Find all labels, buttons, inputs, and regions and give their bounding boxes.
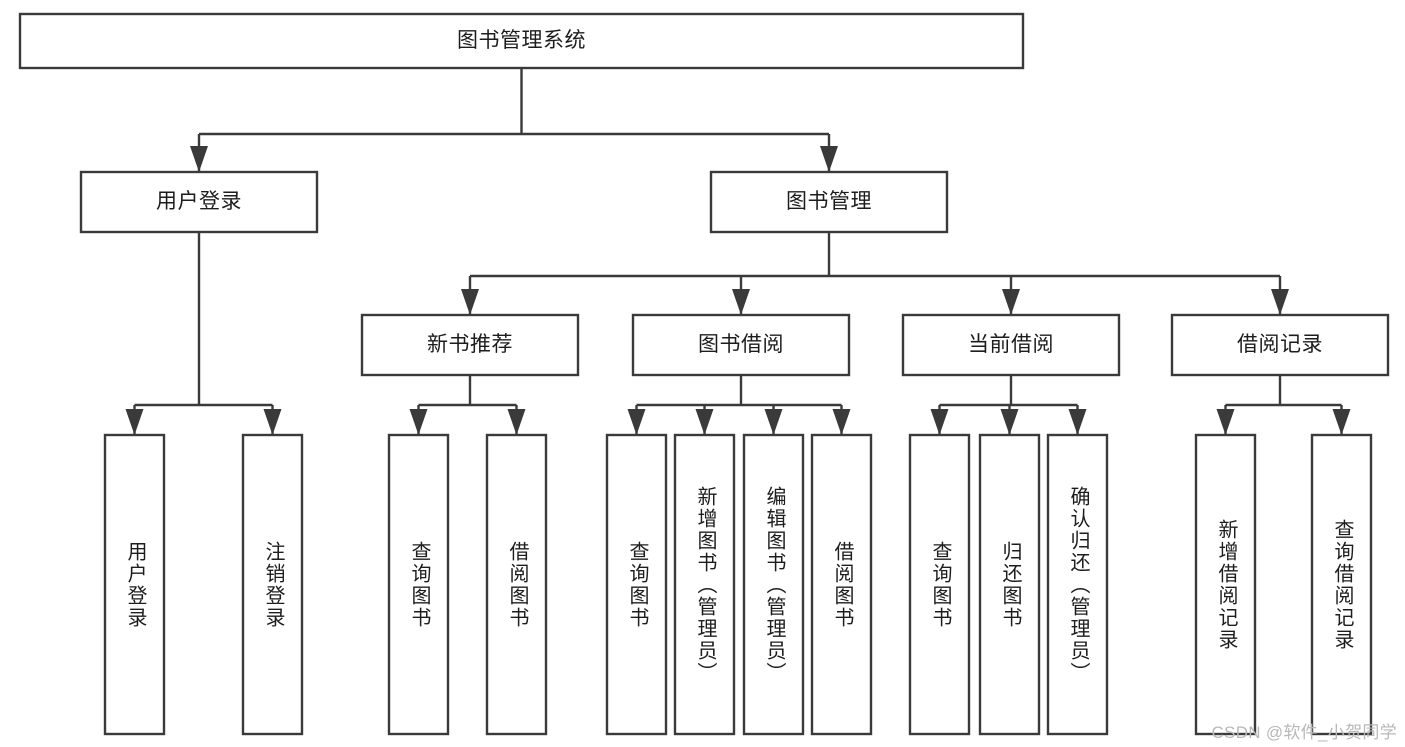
node-box-leaf-cu-return[interactable] xyxy=(978,433,1041,736)
node-box-record[interactable] xyxy=(1170,313,1390,377)
arrow-head-icon xyxy=(1000,409,1019,435)
arrow-head-icon xyxy=(507,409,526,435)
node-box-borrow[interactable] xyxy=(631,313,851,377)
node-box-leaf-cu-confirm[interactable] xyxy=(1046,433,1109,736)
arrow-head-icon xyxy=(1002,289,1020,315)
arrow-head-icon xyxy=(461,289,479,315)
arrow-head-icon xyxy=(764,409,783,435)
node-box-leaf-re-add[interactable] xyxy=(1194,433,1257,736)
edges-layer xyxy=(125,68,1351,435)
node-box-leaf-bo-query[interactable] xyxy=(605,433,668,736)
boxes-layer xyxy=(18,12,1390,736)
node-box-current[interactable] xyxy=(901,313,1121,377)
node-box-newbook[interactable] xyxy=(360,313,580,377)
node-box-leaf-user-login[interactable] xyxy=(103,433,166,736)
arrow-head-icon xyxy=(1216,409,1235,435)
node-box-bookmgmt[interactable] xyxy=(709,170,949,234)
arrow-head-icon xyxy=(832,409,851,435)
node-box-leaf-bo-edit[interactable] xyxy=(742,433,805,736)
arrow-head-icon xyxy=(820,146,838,172)
arrow-head-icon xyxy=(695,409,714,435)
node-box-leaf-nb-query[interactable] xyxy=(387,433,450,736)
node-box-leaf-cu-query[interactable] xyxy=(908,433,971,736)
node-box-leaf-bo-borrow[interactable] xyxy=(810,433,873,736)
arrow-head-icon xyxy=(263,409,282,435)
arrow-head-icon xyxy=(1332,409,1351,435)
node-box-leaf-re-query[interactable] xyxy=(1310,433,1373,736)
arrow-head-icon xyxy=(930,409,949,435)
arrow-head-icon xyxy=(190,146,208,172)
arrow-head-icon xyxy=(1068,409,1087,435)
node-box-leaf-user-logout[interactable] xyxy=(241,433,304,736)
node-box-login[interactable] xyxy=(79,170,319,234)
arrow-head-icon xyxy=(125,409,144,435)
node-box-root[interactable] xyxy=(18,12,1025,70)
node-box-leaf-bo-add[interactable] xyxy=(673,433,736,736)
arrow-head-icon xyxy=(409,409,428,435)
arrow-head-icon xyxy=(627,409,646,435)
watermark-text: CSDN @软件_小贺同学 xyxy=(1211,723,1397,742)
arrow-head-icon xyxy=(1271,289,1289,315)
node-box-leaf-nb-borrow[interactable] xyxy=(485,433,548,736)
arrow-head-icon xyxy=(732,289,750,315)
